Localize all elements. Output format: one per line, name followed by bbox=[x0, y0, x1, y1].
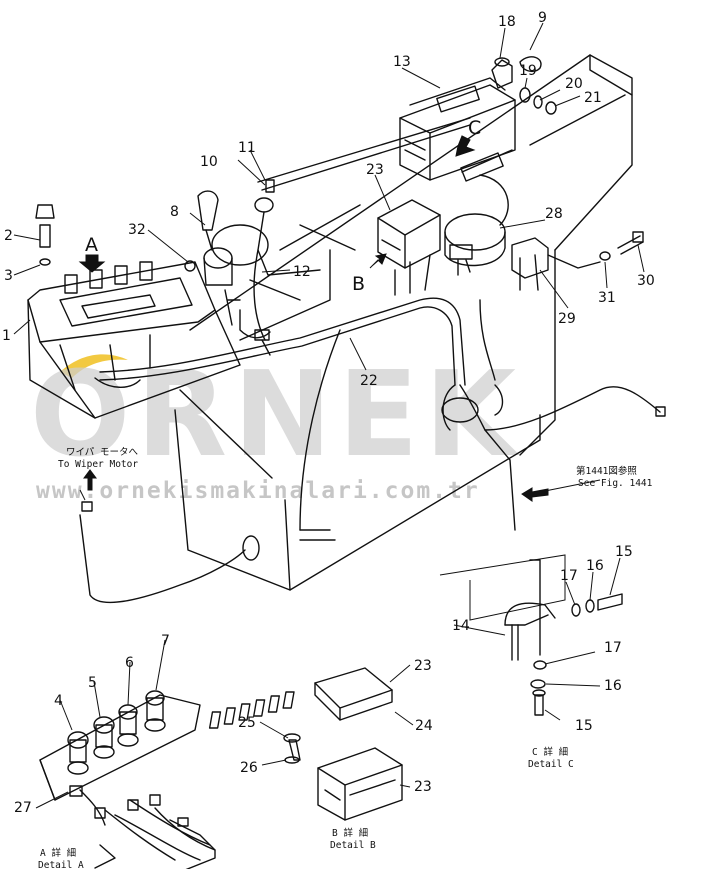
callout-18: 18 bbox=[498, 14, 516, 30]
detail-b-jp: B 詳 細 bbox=[332, 827, 368, 839]
callout-10: 10 bbox=[200, 154, 218, 170]
callout-23b: 23 bbox=[414, 658, 432, 674]
view-arrow-b bbox=[369, 253, 387, 269]
callout-13: 13 bbox=[393, 54, 411, 70]
washers-top bbox=[519, 87, 557, 115]
harness-main bbox=[79, 254, 666, 604]
detail-b-en: Detail B bbox=[330, 840, 376, 851]
detail-a-en: Detail A bbox=[38, 860, 84, 869]
callout-30: 30 bbox=[637, 273, 655, 289]
view-label-b: B bbox=[352, 273, 365, 295]
detail-c-jp: C 詳 細 bbox=[532, 746, 568, 758]
callout-15b: 15 bbox=[575, 718, 593, 734]
callout-5: 5 bbox=[88, 675, 97, 691]
callout-20: 20 bbox=[565, 76, 583, 92]
callout-28: 28 bbox=[545, 206, 563, 222]
callout-24: 24 bbox=[415, 718, 433, 734]
detail-c bbox=[439, 554, 623, 716]
callout-32: 32 bbox=[128, 222, 146, 238]
detail-a bbox=[39, 690, 216, 869]
callout-31: 31 bbox=[598, 290, 616, 306]
levers bbox=[184, 190, 269, 326]
callout-21: 21 bbox=[584, 90, 602, 106]
callout-7: 7 bbox=[161, 633, 170, 649]
callout-19: 19 bbox=[519, 63, 537, 79]
control-box bbox=[27, 204, 241, 419]
view-arrow-a bbox=[78, 254, 106, 273]
callout-3: 3 bbox=[4, 268, 13, 284]
callout-27: 27 bbox=[14, 800, 32, 816]
callout-25: 25 bbox=[238, 715, 256, 731]
notes: ワイパ モータへ To Wiper Motor 第1441図参照 See Fig… bbox=[58, 447, 653, 502]
callout-16a: 16 bbox=[586, 558, 604, 574]
bolt-30 bbox=[599, 231, 644, 261]
fuse-box-main bbox=[377, 199, 441, 269]
watermark: ORNEK www.ornekismakinalari.com.tr bbox=[30, 345, 522, 504]
detail-b bbox=[208, 667, 403, 821]
view-arrow-c bbox=[455, 135, 476, 157]
cab-body bbox=[174, 54, 633, 591]
detail-titles: A 詳 細 Detail A B 詳 細 Detail B C 詳 細 Deta… bbox=[38, 746, 574, 869]
callout-1: 1 bbox=[2, 328, 11, 344]
controller-box bbox=[399, 56, 542, 226]
callout-17b: 17 bbox=[604, 640, 622, 656]
callout-labels: 1 2 3 4 5 6 7 8 9 10 11 12 13 14 15 15 1… bbox=[2, 10, 655, 816]
callout-12: 12 bbox=[293, 264, 311, 280]
view-label-a: A bbox=[85, 234, 98, 256]
note-wiper-jp: ワイパ モータへ bbox=[66, 447, 139, 458]
cable-top bbox=[253, 117, 471, 356]
callout-22: 22 bbox=[360, 373, 378, 389]
wiper-arrow bbox=[83, 469, 97, 491]
callout-23a: 23 bbox=[366, 162, 384, 178]
note-wiper-en: To Wiper Motor bbox=[58, 459, 138, 470]
leader-lines bbox=[13, 22, 645, 809]
note-see-fig-jp: 第1441図参照 bbox=[576, 465, 637, 477]
callout-16b: 16 bbox=[604, 678, 622, 694]
horn bbox=[444, 213, 506, 276]
watermark-url: www.ornekismakinalari.com.tr bbox=[36, 478, 480, 504]
view-label-c: C bbox=[468, 117, 481, 139]
watermark-brand: ORNEK bbox=[30, 345, 522, 483]
detail-a-jp: A 詳 細 bbox=[40, 847, 76, 859]
callout-4: 4 bbox=[54, 693, 63, 709]
callout-8: 8 bbox=[170, 204, 179, 220]
see-fig-arrow bbox=[521, 487, 549, 502]
view-letters: A B C bbox=[85, 117, 481, 295]
callout-23c: 23 bbox=[414, 779, 432, 795]
relay bbox=[511, 237, 601, 291]
callout-15a: 15 bbox=[615, 544, 633, 560]
note-see-fig-en: See Fig. 1441 bbox=[578, 478, 653, 489]
callout-29: 29 bbox=[558, 311, 576, 327]
callout-6: 6 bbox=[125, 655, 134, 671]
callout-11: 11 bbox=[238, 140, 256, 156]
watermark-swoosh bbox=[60, 354, 128, 378]
callout-9: 9 bbox=[538, 10, 547, 26]
view-arrows bbox=[78, 135, 476, 273]
callout-14: 14 bbox=[452, 618, 470, 634]
callout-26: 26 bbox=[240, 760, 258, 776]
detail-c-en: Detail C bbox=[528, 759, 574, 770]
callout-2: 2 bbox=[4, 228, 13, 244]
callout-17a: 17 bbox=[560, 568, 578, 584]
